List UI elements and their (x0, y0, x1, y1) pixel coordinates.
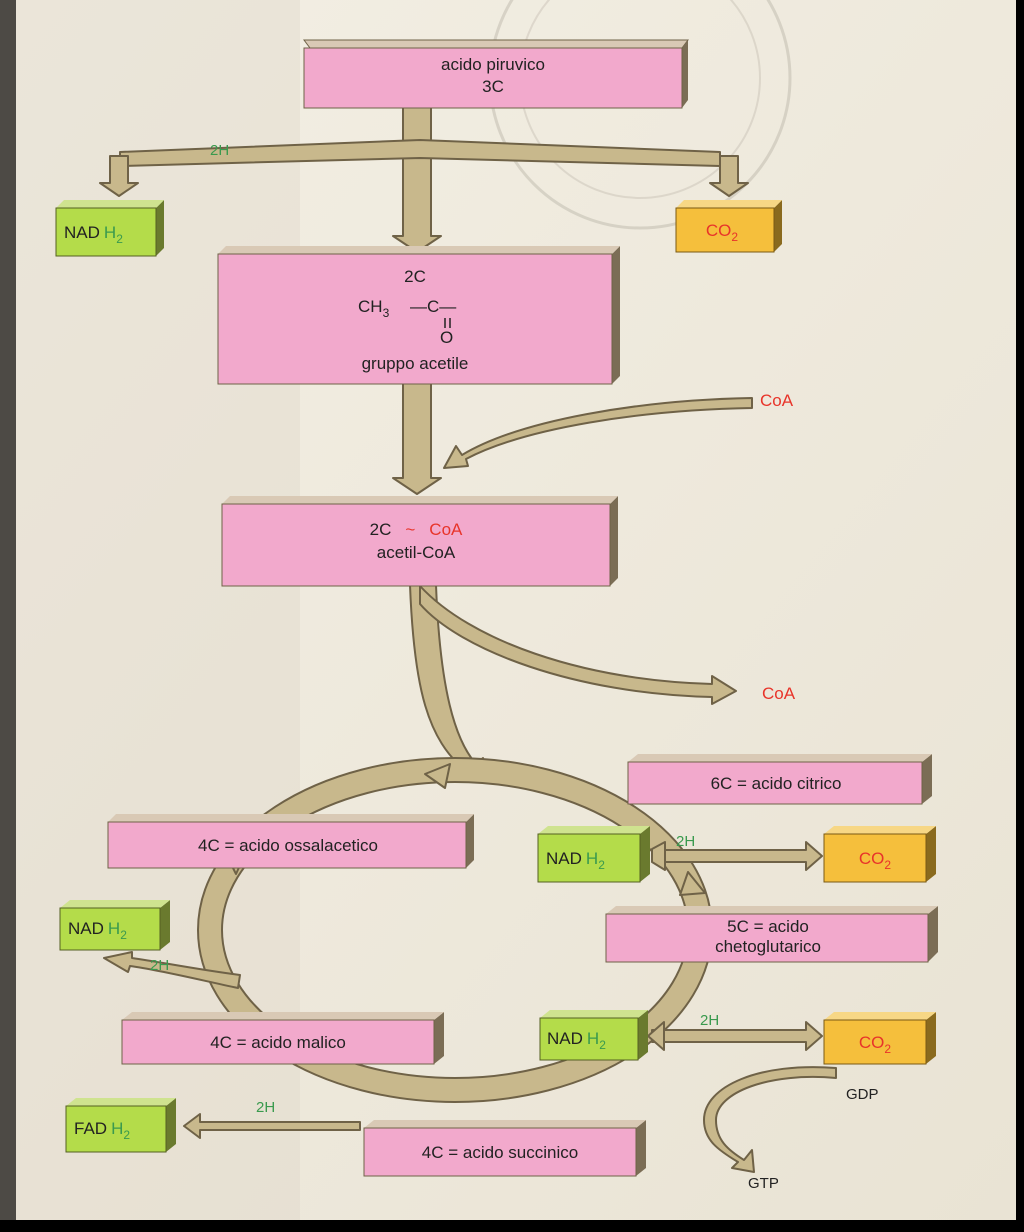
coa-in-label: CoA (760, 391, 794, 410)
box-succinic: 4C = acido succinico (363, 1120, 646, 1177)
arrow-cycle1-left-head (651, 841, 666, 871)
gdp-label: GDP (846, 1086, 879, 1103)
box-oxaloacetic: 4C = acido ossalacetico (107, 814, 474, 869)
arrow-to-nadh-left (103, 951, 241, 989)
co2-top: CO2 (675, 200, 782, 253)
arrows (99, 105, 837, 1173)
box-pyruvic: acido piruvico 3C (303, 39, 689, 109)
co2-cycle2-label: CO2 (859, 1033, 892, 1056)
citric-label: 6C = acido citrico (711, 774, 842, 793)
two-h-left: 2H (150, 957, 169, 974)
formula-bond: —C— (410, 297, 456, 316)
arrow-gdp-gtp (703, 1066, 837, 1173)
pyruvic-name: acido piruvico (441, 55, 545, 74)
co2-cycle1: CO2 (823, 826, 936, 883)
box-malic: 4C = acido malico (121, 1012, 444, 1065)
box-acetyl-group: 2C CH3 —C— O gruppo acetile (217, 246, 620, 385)
box-acetyl-coa: 2C~CoA acetil-CoA (221, 496, 618, 587)
co2-top-label: CO2 (706, 221, 739, 244)
box-ketoglutaric: 5C = acido chetoglutarico (605, 906, 938, 963)
arrow-acetyl-down (392, 382, 442, 495)
gtp-label: GTP (748, 1175, 779, 1192)
arrow-cycle1-pair (654, 841, 823, 871)
ketoglutaric-line2: chetoglutarico (715, 937, 821, 956)
formula-oxygen: O (440, 328, 453, 347)
co2-cycle1-label: CO2 (859, 849, 892, 872)
acetyl-carbons: 2C (404, 267, 426, 286)
co2-cycle2: CO2 (823, 1012, 936, 1065)
two-h-cycle2: 2H (700, 1012, 719, 1029)
acetyl-group-name: gruppo acetile (362, 354, 469, 373)
malic-label: 4C = acido malico (210, 1033, 346, 1052)
box-citric: 6C = acido citrico (627, 754, 932, 805)
two-h-fadh: 2H (256, 1099, 275, 1116)
oxaloacetic-label: 4C = acido ossalacetico (198, 836, 378, 855)
succinic-label: 4C = acido succinico (422, 1143, 578, 1162)
two-h-cycle1: 2H (676, 833, 695, 850)
arrow-to-fadh (183, 1113, 361, 1139)
coa-out-label: CoA (762, 684, 796, 703)
arrow-coa-out (419, 585, 737, 705)
arrow-cycle2-left-head (647, 1021, 665, 1051)
arrow-cycle2-pair (651, 1021, 823, 1051)
cycle-arrowhead-top (424, 763, 451, 789)
arrow-to-nadh-top (99, 155, 139, 197)
two-h-top: 2H (210, 142, 229, 159)
ketoglutaric-line1: 5C = acido (727, 917, 809, 936)
acetyl-coa-formula: 2C~CoA (370, 520, 463, 539)
pyruvic-carbons: 3C (482, 77, 504, 96)
cycle-arrowhead-right (679, 871, 706, 896)
acetyl-coa-name: acetil-CoA (377, 543, 456, 562)
formula-ch3: CH3 (358, 297, 390, 320)
arrow-coa-in (443, 397, 753, 469)
arrow-to-co2-top (709, 155, 749, 197)
